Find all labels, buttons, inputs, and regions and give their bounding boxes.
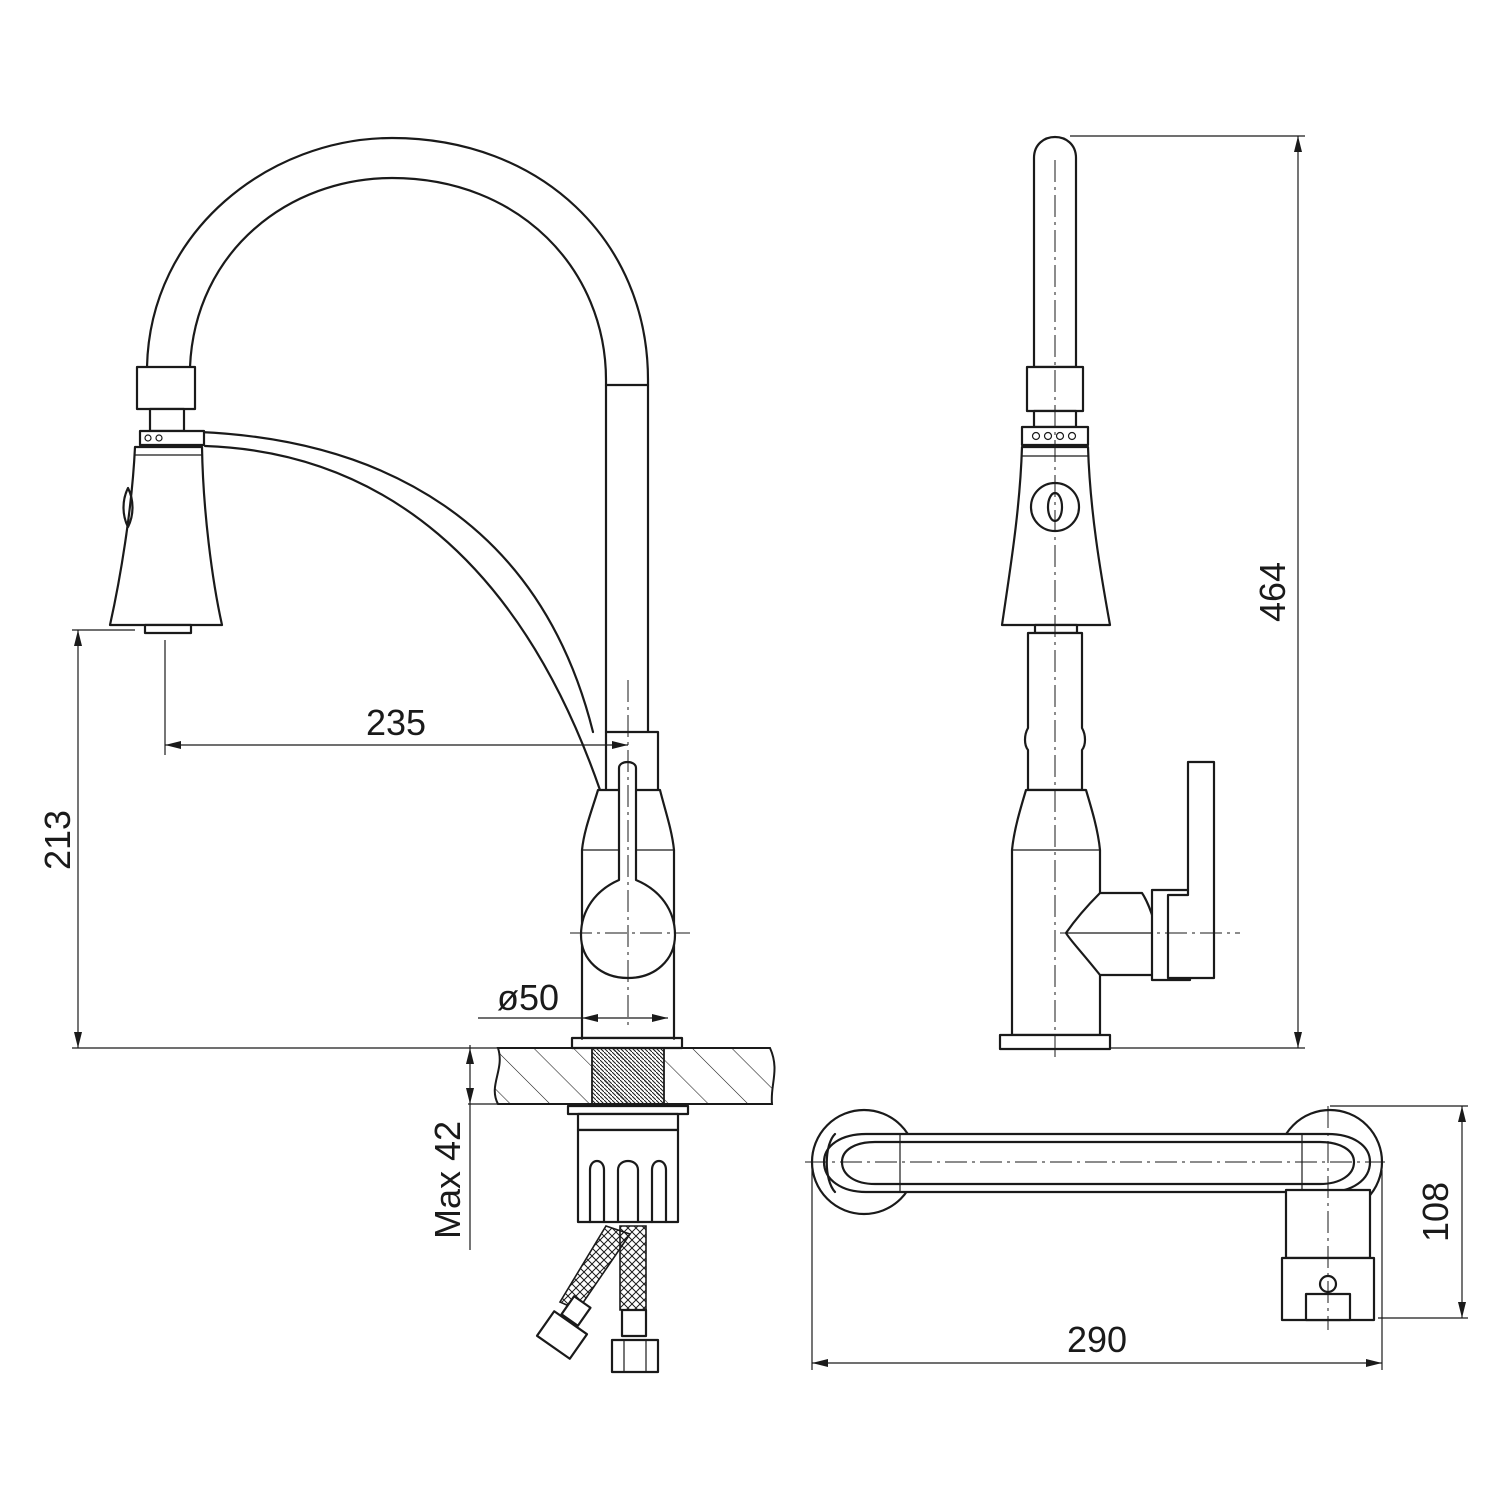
- hose-nut-left: [535, 1310, 589, 1360]
- docking-collar: [135, 365, 197, 411]
- dim-label-213: 213: [37, 810, 78, 870]
- ring-detail: [138, 429, 206, 447]
- dim-label-108: 108: [1415, 1182, 1456, 1242]
- dim-label-d50: ø50: [497, 977, 559, 1018]
- spout-arc-outer: [145, 136, 650, 734]
- front-lever-handle: [1166, 760, 1216, 980]
- side-view: [108, 136, 776, 1374]
- dim-label-290: 290: [1067, 1319, 1127, 1360]
- dim-base-diameter: ø50: [478, 977, 675, 1040]
- fixing-nut: [576, 1128, 680, 1224]
- dim-spout-height: 213: [37, 629, 498, 1049]
- threaded-shank: [591, 1047, 665, 1105]
- spray-head: [108, 445, 224, 627]
- dim-spout-reach: 235: [164, 640, 628, 755]
- hose-nut-right: [610, 1338, 660, 1374]
- dim-max-deck: Max 42: [427, 1045, 595, 1250]
- top-spout-inner: [840, 1140, 1356, 1186]
- supply-hose-right: [619, 1225, 647, 1311]
- dim-top-length: 290: [811, 1162, 1383, 1370]
- dim-label-464: 464: [1252, 562, 1293, 622]
- dim-total-height: 464: [1070, 135, 1305, 1049]
- top-view: [805, 1106, 1385, 1330]
- front-spray-head: [1000, 445, 1112, 627]
- pull-out-hose: [198, 430, 595, 734]
- spout-arc-inner: [188, 176, 608, 734]
- base-ring: [570, 1036, 684, 1050]
- front-view: [998, 135, 1240, 1060]
- dim-label-max42: Max 42: [427, 1121, 468, 1239]
- dim-label-235: 235: [366, 702, 426, 743]
- dim-top-depth: 108: [1330, 1105, 1468, 1319]
